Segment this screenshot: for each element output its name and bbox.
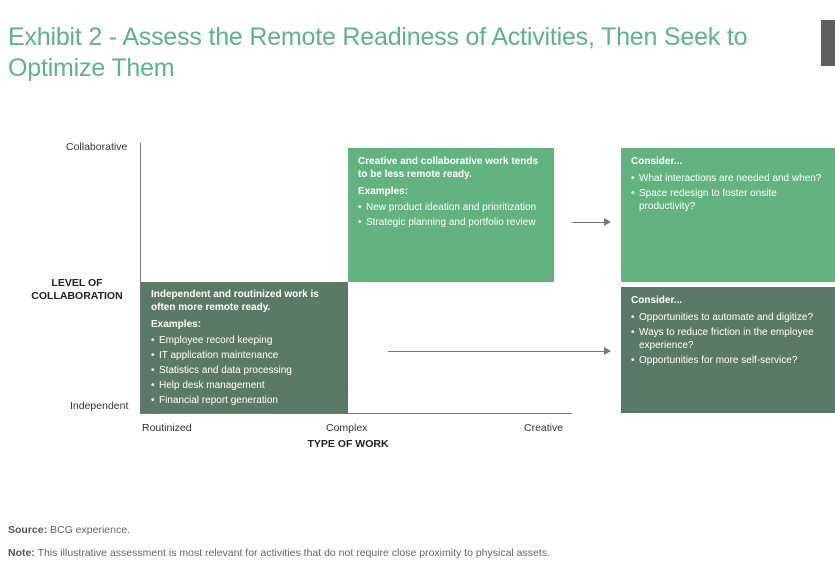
footer-note: Note: This illustrative assessment is mo…	[8, 547, 550, 559]
y-axis-title-line2: COLLABORATION	[31, 290, 123, 302]
source-text: BCG experience.	[47, 524, 130, 536]
consider-top-list: What interactions are needed and when? S…	[631, 172, 825, 213]
list-item: Statistics and data processing	[151, 364, 338, 377]
independent-work-heading: Independent and routinized work is often…	[151, 289, 319, 313]
independent-work-box: Independent and routinized work is often…	[141, 282, 348, 413]
note-label: Note:	[8, 547, 35, 559]
list-item: Financial report generation	[151, 394, 338, 407]
source-note: Source: BCG experience.	[8, 524, 130, 536]
note-text: This illustrative assessment is most rel…	[34, 547, 550, 559]
y-axis-line	[140, 143, 141, 413]
y-axis-title: LEVEL OF COLLABORATION	[24, 277, 130, 303]
list-item: Space redesign to foster onsite producti…	[631, 187, 825, 213]
x-axis-label-routinized: Routinized	[142, 422, 192, 434]
consider-top-heading: Consider...	[631, 156, 683, 167]
creative-examples-list: New product ideation and prioritization …	[358, 201, 544, 229]
creative-work-heading: Creative and collaborative work tends to…	[358, 156, 539, 180]
arrow-to-consider-top	[572, 218, 611, 226]
list-item: Help desk management	[151, 379, 338, 392]
x-axis-line	[140, 413, 572, 414]
consider-top-box: Consider... What interactions are needed…	[621, 148, 835, 282]
list-item: Ways to reduce friction in the employee …	[631, 326, 825, 352]
list-item: IT application maintenance	[151, 349, 338, 362]
consider-bottom-list: Opportunities to automate and digitize? …	[631, 311, 825, 367]
x-axis-label-complex: Complex	[326, 422, 368, 434]
independent-examples-list: Employee record keeping IT application m…	[151, 334, 338, 407]
x-axis-title: TYPE OF WORK	[307, 438, 389, 450]
creative-work-box: Creative and collaborative work tends to…	[348, 148, 554, 282]
y-axis-top-label: Collaborative	[66, 141, 128, 153]
list-item: Opportunities for more self-service?	[631, 354, 825, 367]
independent-examples-label: Examples:	[151, 319, 202, 330]
y-axis-bottom-label: Independent	[70, 400, 129, 412]
arrow-to-consider-bottom	[388, 347, 611, 355]
source-label: Source:	[8, 524, 48, 536]
consider-bottom-box: Consider... Opportunities to automate an…	[621, 287, 835, 413]
corner-tab	[821, 20, 835, 66]
list-item: Strategic planning and portfolio review	[358, 216, 544, 229]
exhibit-title: Exhibit 2 - Assess the Remote Readiness …	[8, 23, 748, 82]
x-axis-label-creative: Creative	[524, 422, 564, 434]
list-item: Opportunities to automate and digitize?	[631, 311, 825, 324]
y-axis-title-line1: LEVEL OF	[51, 277, 103, 289]
list-item: New product ideation and prioritization	[358, 201, 544, 214]
consider-bottom-heading: Consider...	[631, 295, 683, 306]
list-item: What interactions are needed and when?	[631, 172, 825, 185]
list-item: Employee record keeping	[151, 334, 338, 347]
creative-examples-label: Examples:	[358, 186, 409, 197]
